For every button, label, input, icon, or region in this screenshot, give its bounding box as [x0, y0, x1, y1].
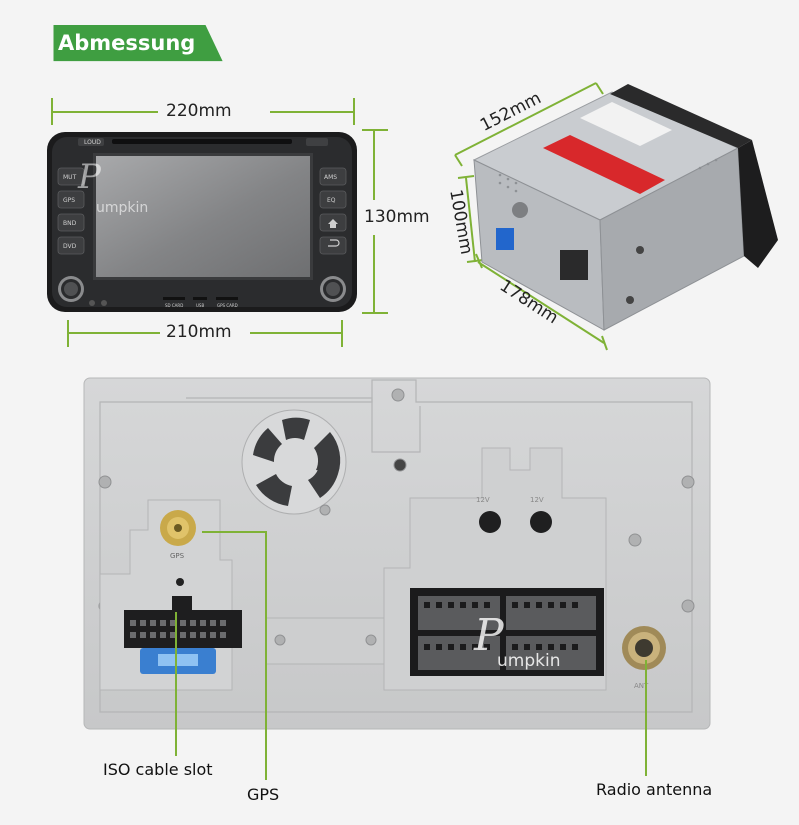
callout-radio-antenna: Radio antenna [596, 780, 713, 799]
ams-button-label: AMS [324, 174, 337, 181]
bnd-button-label: BND [63, 220, 77, 227]
eq-button-label: EQ [327, 197, 336, 204]
dim-front-width-bottom: 210mm [166, 322, 232, 342]
loud-button-label: LOUD [84, 139, 101, 146]
callout-iso-cable-slot: ISO cable slot [103, 760, 213, 779]
logo-p-back: P [473, 610, 505, 661]
antenna-port-label: ANT [634, 682, 649, 690]
head-unit-front: LOUD MUT GPS BND DVD AMS EQ [47, 132, 357, 312]
dvd-button-label: DVD [63, 243, 77, 250]
svg-text:GPS CARD: GPS CARD [217, 303, 238, 308]
logo-text-front: umpkin [96, 200, 148, 216]
logo-p: P [77, 157, 102, 197]
dim-front-width-top: 220mm [166, 101, 232, 121]
gps-button-label: GPS [63, 197, 75, 204]
logo-text-back: umpkin [497, 651, 560, 671]
heading-badge-shape [53, 25, 223, 62]
mut-button-label: MUT [63, 174, 77, 181]
home-icon [328, 219, 338, 224]
volt-left-label: 12V [476, 496, 490, 504]
volt-right-label: 12V [530, 496, 544, 504]
back-panel: GPS 12V 12V [83, 377, 711, 730]
svg-text:USB: USB [196, 303, 204, 308]
callout-gps: GPS [247, 785, 280, 804]
gps-port-label: GPS [170, 552, 185, 560]
dimension-lines [51, 82, 608, 351]
dim-front-height: 130mm [364, 207, 430, 227]
callout-lines [175, 531, 647, 780]
section-heading: Abmessung [58, 31, 196, 55]
back-icon [328, 239, 340, 247]
chassis-box [472, 84, 778, 331]
svg-text:SD CARD: SD CARD [165, 303, 183, 308]
